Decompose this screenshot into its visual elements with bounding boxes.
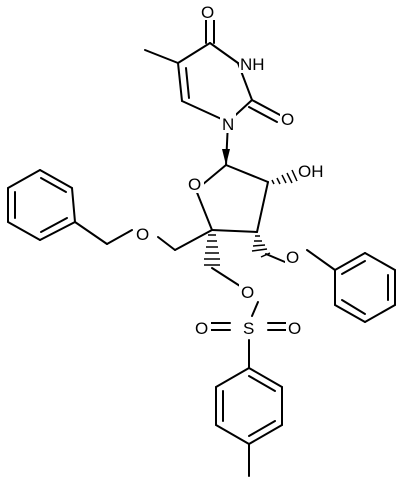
hash-c2-oh: [271, 169, 298, 185]
atom-o-carbonyl-top: O: [201, 3, 214, 22]
atom-nh: NH: [240, 55, 265, 74]
atom-o-sulfonyl-left: O: [195, 319, 208, 338]
right-benzyl-bonds: [306, 249, 396, 323]
ch2-o-tosyl: [211, 267, 241, 287]
atom-o-benzyl-left: O: [136, 225, 149, 244]
sugar-ring-bonds: [195, 164, 269, 233]
c3-o-bond: [265, 253, 286, 263]
atom-o-benzyl-right: O: [286, 248, 299, 267]
hash-c3-obn: [251, 235, 271, 258]
atom-o-carbonyl-right: O: [281, 110, 294, 129]
atom-n1: N: [222, 115, 234, 134]
tosyl-bonds: [210, 301, 287, 477]
atom-oh: OH: [298, 162, 324, 181]
atom-s: S: [243, 319, 254, 338]
left-benzyl-bonds: [7, 169, 133, 245]
ch2-o-left: [157, 236, 176, 251]
atom-labels: O NH O N OH O O O O S O O: [134, 2, 325, 338]
atom-o-ring: O: [188, 175, 201, 194]
wedge-c1: [222, 149, 230, 165]
atom-o-sulfonyl-right: O: [288, 319, 301, 338]
hash-c4-ch2: [204, 234, 220, 266]
c4-ch2-left: [174, 229, 213, 251]
atom-o-tosyl: O: [241, 283, 254, 302]
